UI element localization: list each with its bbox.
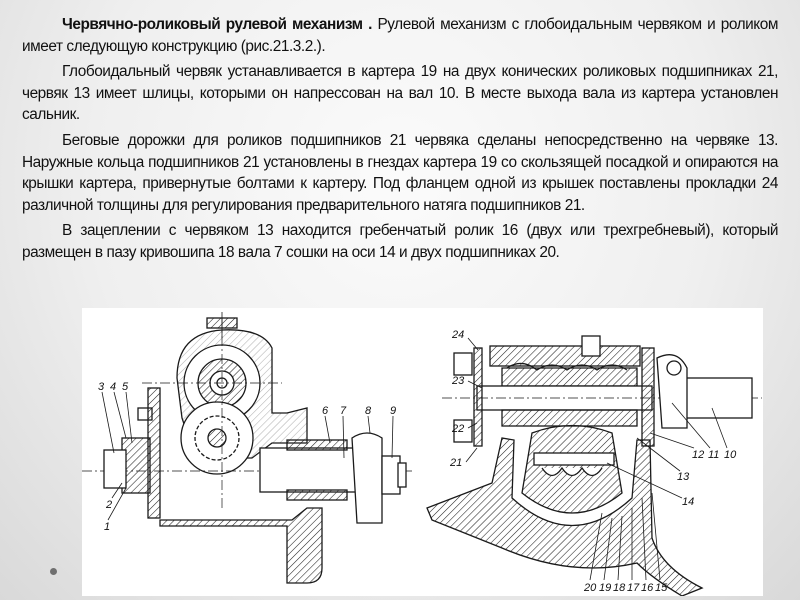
label-18: 18 (613, 582, 626, 594)
label-12: 12 (692, 449, 704, 461)
paragraph-1: Червячно-роликовый рулевой механизм . Ру… (22, 14, 778, 57)
label-9: 9 (390, 405, 396, 417)
paragraph-2-body: Глобоидальный червяк устанавливается в к… (22, 63, 778, 124)
paragraph-3: Беговые дорожки для роликов подшипников … (22, 130, 778, 216)
label-14: 14 (682, 496, 694, 508)
right-section-view (426, 335, 762, 596)
label-5: 5 (122, 381, 129, 393)
label-8: 8 (365, 405, 372, 417)
paragraph-4: В зацеплении с червяком 13 находится гре… (22, 220, 778, 263)
label-23: 23 (451, 375, 465, 387)
paragraph-3-body: Беговые дорожки для роликов подшипников … (22, 131, 778, 214)
label-1: 1 (104, 521, 110, 533)
paragraph-1-body: Рулевой механизм с глобоидальным червяко… (22, 16, 778, 55)
label-2: 2 (105, 499, 112, 511)
label-19: 19 (599, 582, 611, 594)
slide-text: Червячно-роликовый рулевой механизм . Ру… (22, 14, 778, 268)
paragraph-1-heading: Червячно-роликовый рулевой механизм . (62, 16, 372, 33)
label-16: 16 (641, 582, 654, 594)
paragraph-2: Глобоидальный червяк устанавливается в к… (22, 61, 778, 126)
label-20: 20 (583, 582, 597, 594)
label-22: 22 (451, 423, 464, 435)
label-24: 24 (451, 329, 464, 341)
label-17: 17 (627, 582, 640, 594)
label-13: 13 (677, 471, 690, 483)
paragraph-4-body: В зацеплении с червяком 13 находится гре… (22, 222, 778, 261)
left-section-view (82, 312, 412, 584)
slide-bullet-dot (50, 568, 57, 575)
right-view-labels: 24 23 22 21 12 11 10 13 14 20 19 18 17 1… (449, 329, 737, 594)
label-11: 11 (708, 449, 719, 461)
label-6: 6 (322, 405, 329, 417)
label-21: 21 (449, 457, 462, 469)
steering-mechanism-figure: 3 4 5 2 1 6 7 8 9 (82, 308, 763, 596)
label-4: 4 (110, 381, 116, 393)
left-view-labels: 3 4 5 2 1 6 7 8 9 (98, 381, 396, 533)
label-15: 15 (655, 582, 668, 594)
label-10: 10 (724, 449, 737, 461)
label-3: 3 (98, 381, 105, 393)
label-7: 7 (340, 405, 347, 417)
